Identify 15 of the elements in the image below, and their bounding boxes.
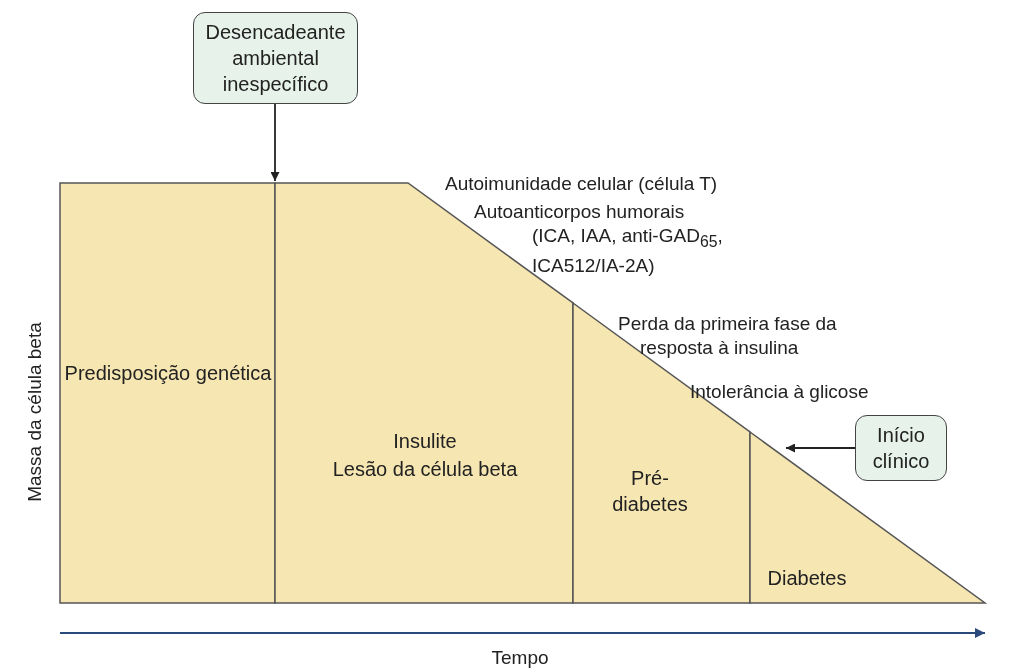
stage-label: Diabetes (766, 566, 848, 591)
axis-title: Massa da célula beta (23, 321, 46, 504)
stage-note: Autoanticorpos humorais (ICA, IAA, anti-GAD$_{65}$, ICA512/IA-2A) (474, 200, 724, 278)
callout-box: Desencadeante ambiental inespecífico (193, 12, 358, 104)
stage-label: Lesão da célula beta (331, 457, 519, 482)
stage-label: Pré-diabetes (611, 466, 689, 517)
callout-box: Início clínico (855, 415, 947, 481)
axis-title: Tempo (490, 646, 550, 670)
stage-note: Intolerância à glicose (690, 380, 869, 404)
stage-label: Predisposição genética (63, 361, 273, 386)
arrow (785, 443, 856, 453)
stage-note: Autoimunidade celular (célula T) (445, 172, 718, 196)
stage-note: Perda da primeira fase da resposta à insulina (618, 312, 838, 360)
stage-label: Insulite (392, 429, 458, 454)
arrow (270, 103, 280, 182)
